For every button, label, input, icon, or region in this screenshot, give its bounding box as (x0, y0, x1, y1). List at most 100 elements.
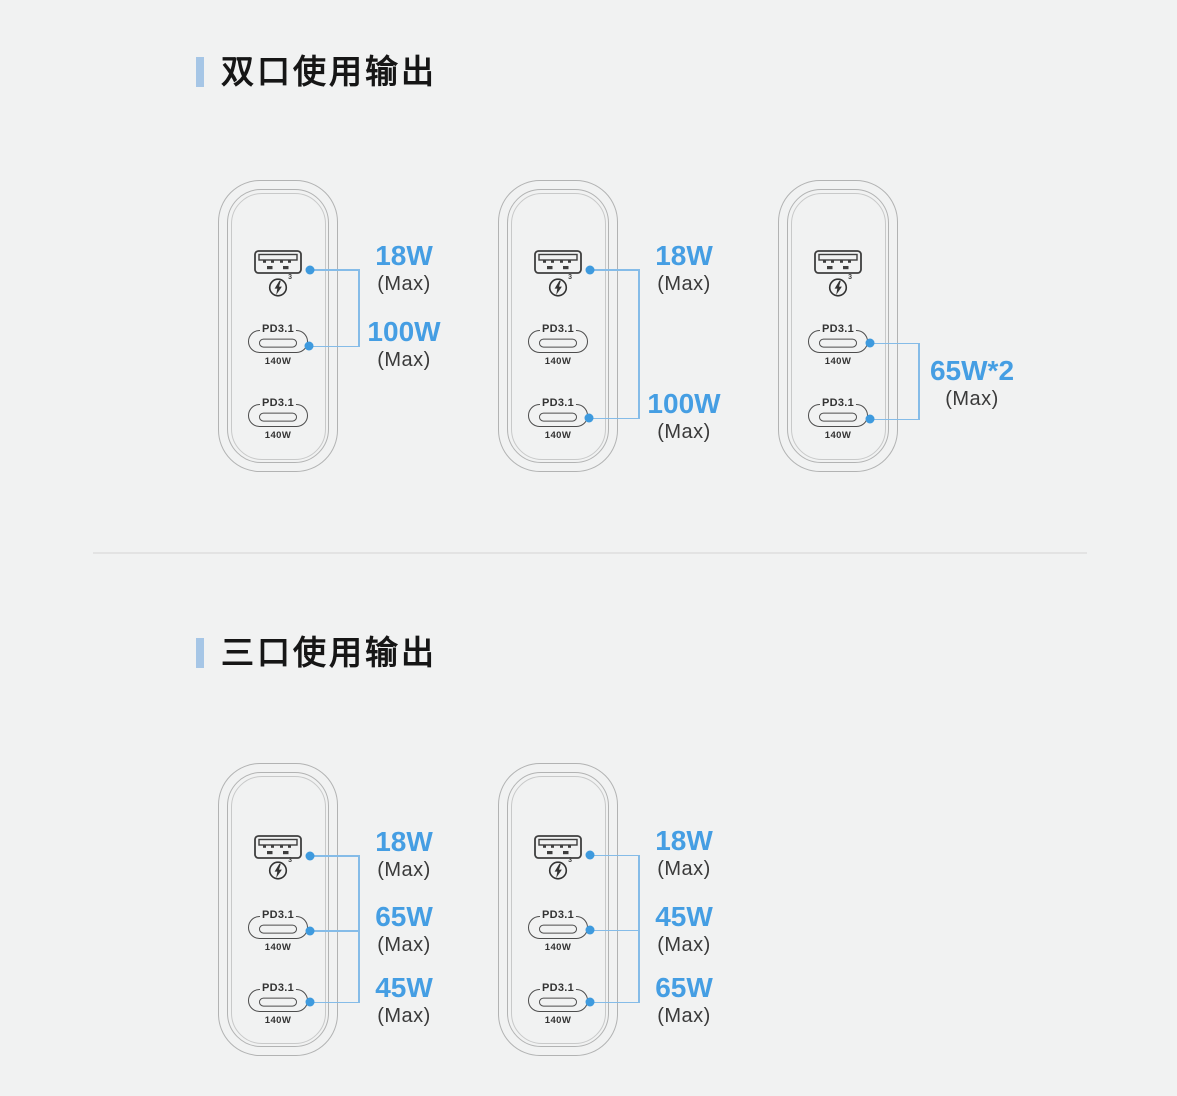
connector-line (638, 854, 640, 1003)
charger-device-4: 3 PD3.1 140W PD3.1 140W (218, 763, 338, 1056)
usb-a-port (254, 250, 302, 274)
connector-dot (865, 414, 875, 424)
connector-line (918, 342, 920, 420)
section-divider (93, 552, 1087, 554)
pd-label: PD3.1 (259, 323, 297, 335)
connector-dot (865, 338, 875, 348)
connector-dot (584, 413, 594, 423)
usb-a-port-icon (254, 835, 302, 859)
connector-line (590, 1001, 638, 1004)
section-title-text: 三口使用输出 (221, 634, 437, 671)
title-marker-bar (196, 638, 204, 668)
usb-c-pin (539, 997, 577, 1007)
usb-a-port (534, 250, 582, 274)
port-watt-label: 140W (824, 356, 852, 367)
usb-c-port-2: PD3.1 140W (528, 397, 588, 441)
usb-a-port (254, 835, 302, 859)
usb-a-port (814, 250, 862, 274)
pd-label: PD3.1 (259, 397, 297, 409)
usb-c-port-1: PD3.1 140W (528, 909, 588, 953)
usb-c-pin (539, 924, 577, 934)
port-watt-label: 140W (544, 430, 572, 441)
connector-line (590, 269, 639, 271)
connector-line (310, 930, 358, 932)
port-watt-label: 140W (544, 942, 572, 953)
port-watt-label: 140W (264, 1015, 292, 1026)
connector-line (309, 345, 359, 348)
output-label: 65W (Max) (655, 972, 713, 1028)
quick-charge-version: 3 (848, 274, 852, 281)
usb-a-port-icon (534, 835, 582, 859)
usb-a-port-icon (814, 250, 862, 274)
connector-line (590, 854, 638, 857)
charger-face-outline-2 (230, 775, 326, 1044)
usb-c-port-2: PD3.1 140W (248, 397, 308, 441)
quick-charge-icon: 3 (827, 274, 855, 300)
charger-device-3: 3 PD3.1 140W PD3.1 140W (778, 180, 898, 472)
usb-c-port-2: PD3.1 140W (248, 982, 308, 1026)
quick-charge-icon: 3 (547, 274, 575, 300)
connector-dot (585, 850, 595, 860)
charger-device-5: 3 PD3.1 140W PD3.1 140W (498, 763, 618, 1056)
charger-face-outline (507, 772, 609, 1047)
pd-label: PD3.1 (819, 323, 857, 335)
charger-face-outline-2 (230, 192, 326, 460)
usb-c-port-1: PD3.1 140W (248, 323, 308, 367)
charger-face-outline-2 (790, 192, 886, 460)
charger-outline (218, 763, 338, 1056)
usb-c-port-1: PD3.1 140W (248, 909, 308, 953)
charger-face-outline (227, 772, 329, 1047)
quick-charge-version: 3 (288, 857, 292, 864)
charger-device-2: 3 PD3.1 140W PD3.1 140W (498, 180, 618, 472)
connector-line (358, 855, 360, 1003)
section-title-triple-port: 三口使用输出 (196, 633, 437, 673)
charger-outline (218, 180, 338, 472)
output-label: 100W (Max) (647, 388, 721, 444)
connector-line (358, 269, 360, 347)
output-label: 45W (Max) (655, 901, 713, 957)
connector-line (638, 269, 640, 419)
charger-outline (498, 763, 618, 1056)
usb-c-port-1: PD3.1 140W (808, 323, 868, 367)
charger-face-outline-2 (510, 775, 606, 1044)
port-watt-label: 140W (264, 356, 292, 367)
connector-dot (304, 341, 314, 351)
section-title-dual-port: 双口使用输出 (196, 52, 437, 92)
charger-outline (778, 180, 898, 472)
connector-dot (305, 851, 315, 861)
pd-label: PD3.1 (539, 982, 577, 994)
connector-dot (585, 925, 595, 935)
usb-c-pin (539, 412, 577, 422)
quick-charge-version: 3 (568, 274, 572, 281)
charger-face-outline (227, 189, 329, 463)
connector-line (870, 418, 919, 421)
quick-charge-icon: 3 (267, 274, 295, 300)
connector-dot (305, 926, 315, 936)
charger-outline (498, 180, 618, 472)
title-marker-bar (196, 57, 204, 87)
connector-line (310, 269, 359, 271)
port-watt-label: 140W (544, 356, 572, 367)
connector-dot (585, 265, 595, 275)
pd-label: PD3.1 (819, 397, 857, 409)
usb-c-port-2: PD3.1 140W (808, 397, 868, 441)
connector-line (310, 1001, 358, 1004)
charger-face-outline (507, 189, 609, 463)
port-watt-label: 140W (544, 1015, 572, 1026)
output-label: 65W (Max) (375, 901, 433, 957)
usb-c-pin (259, 338, 297, 348)
usb-a-port-icon (254, 250, 302, 274)
output-label: 100W (Max) (367, 316, 441, 372)
connector-line (589, 417, 639, 420)
charger-device-1: 3 PD3.1 140W PD3.1 140W (218, 180, 338, 472)
section-title-text: 双口使用输出 (221, 53, 437, 90)
usb-c-pin (819, 412, 857, 422)
connector-line (590, 929, 638, 932)
connector-dot (305, 997, 315, 1007)
port-watt-label: 140W (264, 942, 292, 953)
output-label: 45W (Max) (375, 972, 433, 1028)
output-label: 18W (Max) (375, 826, 433, 882)
output-label: 18W (Max) (375, 240, 433, 296)
connector-line (310, 855, 358, 857)
